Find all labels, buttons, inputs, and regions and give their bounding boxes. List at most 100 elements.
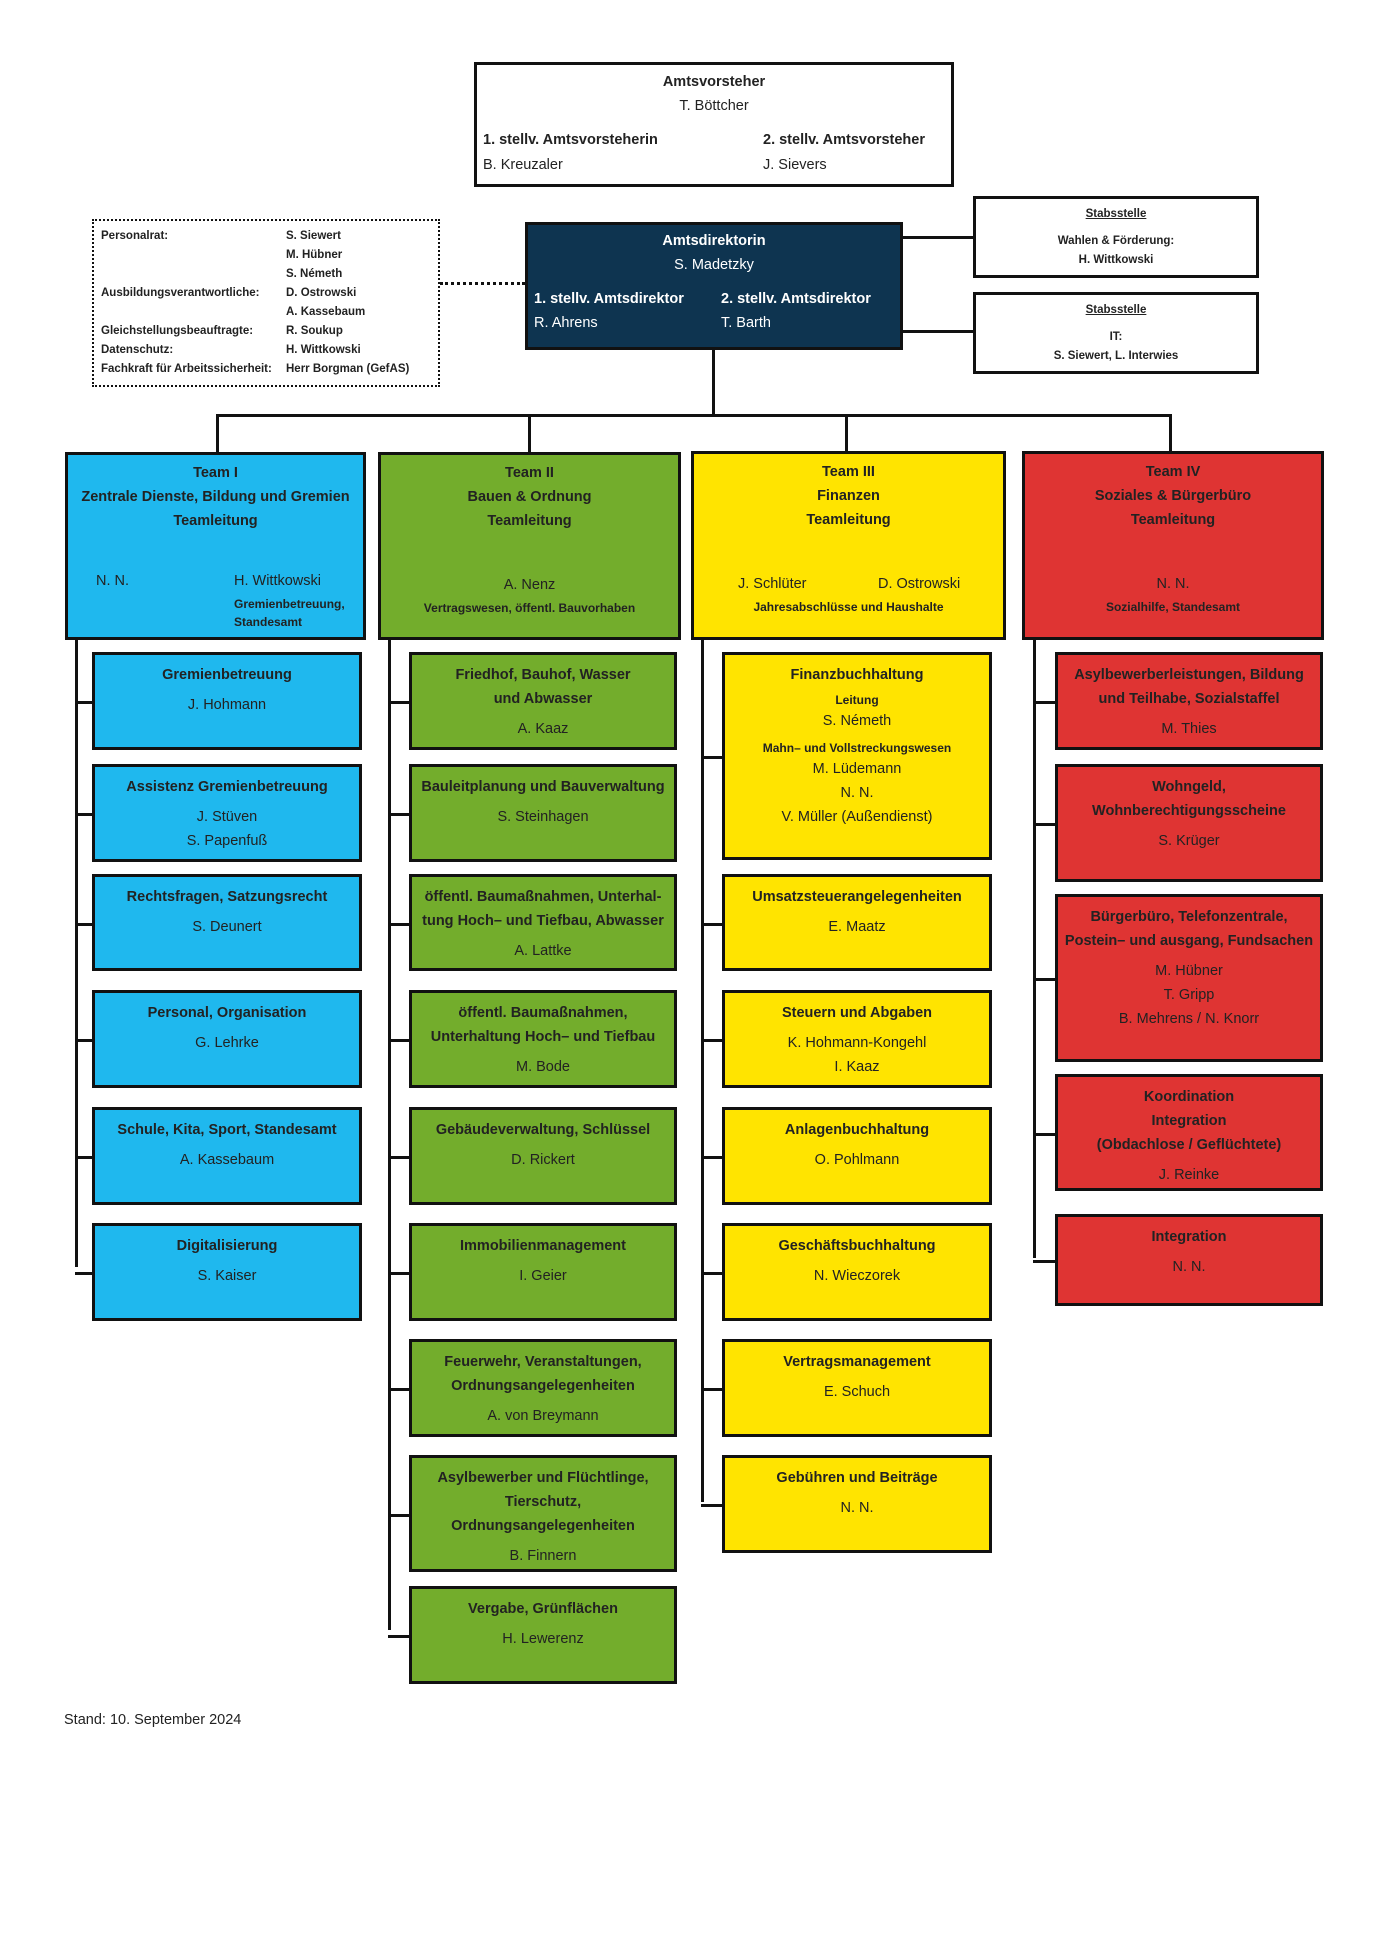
team4-unit: Asylbewerberleistungen, Bildung und Teil… xyxy=(1055,652,1323,750)
staff-name: H. Wittkowski xyxy=(1078,254,1154,266)
unit-title: Vertragsmanagement xyxy=(783,1354,931,1370)
team3-unit: Vertragsmanagement E. Schuch xyxy=(722,1339,992,1437)
team4-header: Team IV Soziales & Bürgerbüro Teamleitun… xyxy=(1022,451,1324,640)
team4-title: Team IV Soziales & Bürgerbüro Teamleitun… xyxy=(1094,464,1252,528)
team1-header: Team I Zentrale Dienste, Bildung und Gre… xyxy=(65,452,366,640)
unit-names: S. Kaiser xyxy=(197,1268,257,1284)
director-deputy2-title: 2. stellv. Amtsdirektor xyxy=(721,291,871,307)
director-deputy1-name: R. Ahrens xyxy=(534,315,598,331)
amtsvorsteher-name: T. Böttcher xyxy=(679,98,749,114)
footer-date: Stand: 10. September 2024 xyxy=(64,1712,242,1728)
council-name: Herr Borgman (GefAS) xyxy=(286,363,410,375)
staff-title: Wahlen & Förderung: xyxy=(1057,235,1175,247)
team4-unit: Koordination Integration (Obdachlose / G… xyxy=(1055,1074,1323,1191)
unit-connector xyxy=(388,1272,409,1275)
unit-title: Assistenz Gremienbetreuung xyxy=(126,779,328,795)
team1-lead-left: N. N. xyxy=(96,573,130,589)
team4-lead-sub: Sozialhilfe, Standesamt xyxy=(1105,600,1241,614)
unit-title: Asylbewerber und Flüchtlinge, Tierschutz… xyxy=(437,1470,649,1534)
unit-connector xyxy=(701,923,722,926)
team3-header: Team III Finanzen Teamleitung J. Schlüte… xyxy=(691,451,1006,640)
team4-spine xyxy=(1033,640,1036,1258)
team3-lead-right: D. Ostrowski xyxy=(878,576,961,592)
team2-spine xyxy=(388,640,391,1630)
unit-names: E. Maatz xyxy=(828,919,886,935)
unit-names: N. N. xyxy=(1172,1259,1206,1275)
council-labels: Personalrat: Ausbildungsverantwortliche:… xyxy=(101,227,272,379)
council-names: S. Siewert M. Hübner S. Németh D. Ostrow… xyxy=(286,227,409,379)
deputy1-name: B. Kreuzaler xyxy=(483,157,563,173)
unit-connector xyxy=(701,756,722,759)
unit-names: A. Kassebaum xyxy=(179,1152,275,1168)
unit-names: S. Krüger xyxy=(1158,833,1220,849)
unit-connector xyxy=(75,923,92,926)
unit-names: O. Pohlmann xyxy=(814,1152,900,1168)
staff-box-elections: Stabsstelle Wahlen & Förderung: H. Wittk… xyxy=(973,196,1259,278)
team2-unit: öffentl. Baumaßnahmen, Unterhaltung Hoch… xyxy=(409,990,677,1088)
unit-title: Asylbewerberleistungen, Bildung und Teil… xyxy=(1074,667,1304,707)
team2-unit: Asylbewerber und Flüchtlinge, Tierschutz… xyxy=(409,1455,677,1572)
council-box: Personalrat: Ausbildungsverantwortliche:… xyxy=(92,219,440,387)
deputy2-title: 2. stellv. Amtsvorsteher xyxy=(763,132,925,148)
unit-connector xyxy=(701,1504,722,1507)
unit-connector xyxy=(75,1039,92,1042)
unit-connector xyxy=(1033,1133,1055,1136)
council-name: S. Németh xyxy=(286,268,343,280)
team3-unit: Umsatzsteuerangelegenheiten E. Maatz xyxy=(722,874,992,971)
deputy2-name: J. Sievers xyxy=(763,157,827,173)
team2-header: Team II Bauen & Ordnung Teamleitung A. N… xyxy=(378,452,681,640)
unit-connector xyxy=(701,1039,722,1042)
unit-title: öffentl. Baumaßnahmen, Unterhaltung Hoch… xyxy=(430,1005,656,1045)
council-name: M. Hübner xyxy=(286,249,343,261)
unit-title: Gremienbetreuung xyxy=(162,667,292,683)
team2-unit: Feuerwehr, Veranstaltungen, Ordnungsange… xyxy=(409,1339,677,1437)
team3-lead-sub: Jahresabschlüsse und Haushalte xyxy=(753,600,944,614)
director-trunk xyxy=(712,350,715,416)
team3-title: Team III Finanzen Teamleitung xyxy=(806,464,891,528)
unit-title: Steuern und Abgaben xyxy=(781,1005,933,1021)
unit-connector xyxy=(1033,701,1055,704)
unit-names: A. von Breymann xyxy=(487,1408,599,1424)
team1-spine xyxy=(75,640,78,1267)
council-name: A. Kassebaum xyxy=(286,306,366,318)
unit-names: J. Reinke xyxy=(1158,1167,1220,1183)
unit-names: K. Hohmann-Kongehl I. Kaaz xyxy=(787,1035,927,1075)
unit-connector xyxy=(388,813,409,816)
council-name: H. Wittkowski xyxy=(286,344,361,356)
unit-connector xyxy=(75,1156,92,1159)
unit-names: H. Lewerenz xyxy=(502,1631,584,1647)
unit-names: M. Thies xyxy=(1161,721,1217,737)
unit-title: Wohngeld, Wohnberechtigungsscheine xyxy=(1092,779,1286,819)
unit-names: B. Finnern xyxy=(509,1548,577,1564)
unit-subtitle: Mahn– und Vollstreckungswesen xyxy=(762,741,952,755)
unit-connector xyxy=(1033,823,1055,826)
council-name: R. Soukup xyxy=(286,325,343,337)
unit-title: Geschäftsbuchhaltung xyxy=(778,1238,936,1254)
unit-title: Anlagenbuchhaltung xyxy=(784,1122,930,1138)
unit-connector xyxy=(701,1388,722,1391)
unit-title: Umsatzsteuerangelegenheiten xyxy=(752,889,962,905)
staff-connector xyxy=(903,236,973,239)
staff-box-it: Stabsstelle IT: S. Siewert, L. Interwies xyxy=(973,292,1259,374)
staff-title: IT: xyxy=(1109,331,1123,343)
unit-title: Finanzbuchhaltung xyxy=(790,667,924,683)
unit-title: Feuerwehr, Veranstaltungen, Ordnungsange… xyxy=(444,1354,642,1394)
unit-names: E. Schuch xyxy=(823,1384,891,1400)
team3-spine xyxy=(701,640,704,1502)
unit-names: A. Lattke xyxy=(514,943,572,959)
unit-connector xyxy=(388,1039,409,1042)
unit-title: Immobilienmanagement xyxy=(460,1238,626,1254)
staff-connector xyxy=(903,330,973,333)
team2-title: Team II Bauen & Ordnung Teamleitung xyxy=(467,465,592,529)
unit-connector xyxy=(1033,978,1055,981)
director-title: Amtsdirektorin xyxy=(662,233,766,249)
team-drop xyxy=(1169,414,1172,451)
